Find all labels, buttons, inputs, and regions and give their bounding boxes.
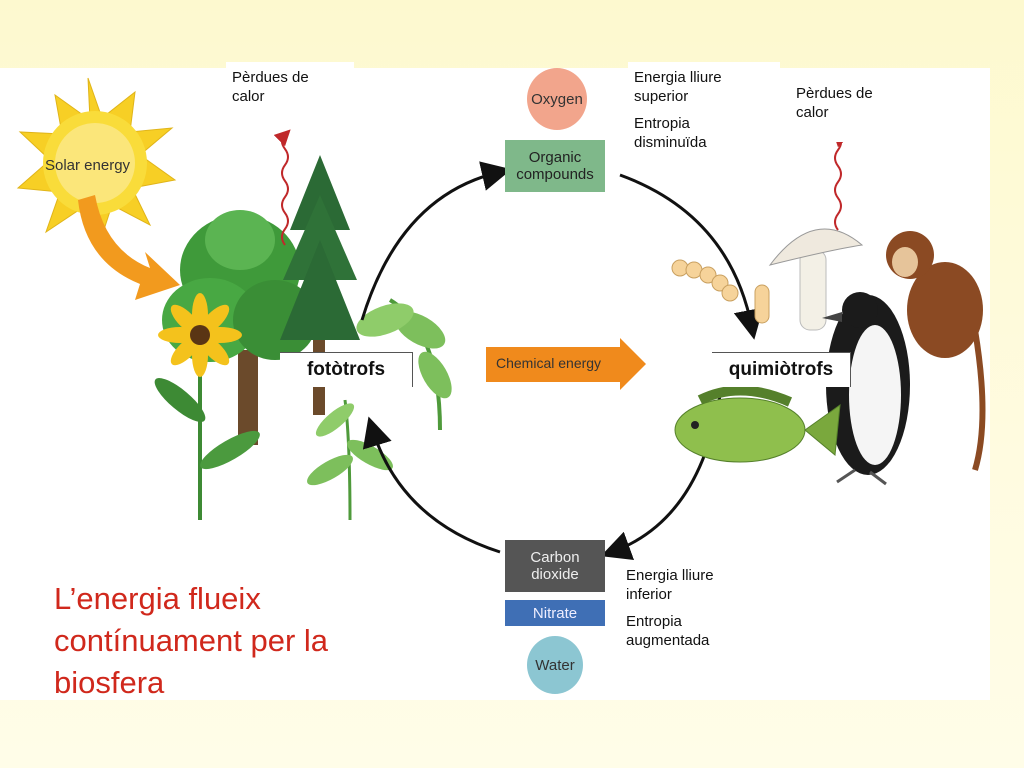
low-energy-text: Energia lliure inferior (626, 567, 714, 603)
organic-compounds-node: Organic compounds (505, 140, 605, 192)
heat-loss-right-text: Pèrdues de calor (796, 85, 873, 121)
low-entropy-text: Entropia disminuïda (634, 115, 707, 151)
high-energy-text: Energia lliure superior (634, 69, 722, 105)
solar-energy-label: Solar energy (45, 157, 131, 174)
phototrophs-label: fotòtrofs (280, 352, 413, 387)
low-energy-note: Energia lliure inferior Entropia augment… (620, 562, 774, 670)
heat-loss-note-right: Pèrdues de calor (790, 78, 912, 142)
monkey-icon (886, 231, 986, 471)
headline-line-3: biosfera (54, 665, 165, 700)
cycle-arrow-top-left (360, 161, 512, 321)
chemical-energy-arrow (486, 338, 646, 390)
headline-line-2: contínuament per la (54, 623, 329, 658)
organic-compounds-label: Organic compounds (516, 149, 594, 183)
bacteria-icon (671, 259, 770, 324)
fish-icon (674, 385, 841, 463)
cycle-arrow-bottom-left (362, 416, 501, 554)
sun-icon (16, 77, 177, 250)
chemotrophs-text: quimiòtrofs (728, 359, 834, 380)
phototrophs-text: fotòtrofs (306, 359, 386, 380)
headline-line-1: L’energia flueix (54, 581, 261, 616)
chemical-energy-label: Chemical energy (496, 355, 601, 371)
carbon-dioxide-node: Carbon dioxide (505, 540, 605, 592)
heat-loss-note-left: Pèrdues de calor (226, 62, 354, 124)
seedling-icon (307, 399, 393, 521)
carbon-dioxide-label: Carbon dioxide (530, 549, 580, 583)
slide-headline: L’energia flueix contínuament per la bio… (54, 578, 434, 704)
chemotrophs-label: quimiòtrofs (712, 352, 851, 387)
sunflower-icon (154, 293, 260, 520)
nitrate-node: Nitrate (505, 600, 605, 626)
mushroom-icon (768, 228, 864, 331)
heat-loss-left-text: Pèrdues de calor (232, 69, 309, 105)
conifer-icon (280, 155, 360, 415)
heat-loss-arrow-left (273, 129, 291, 246)
fern-icon (356, 298, 452, 431)
cycle-arrow-top-right (619, 173, 764, 340)
solar-arrow (78, 195, 180, 300)
nitrate-label: Nitrate (532, 604, 578, 622)
oxygen-label: Oxygen (531, 90, 583, 108)
penguin-icon (822, 292, 910, 486)
water-node: Water (527, 636, 583, 694)
heat-loss-arrow-right (832, 130, 850, 231)
water-label: Water (535, 656, 575, 674)
oxygen-node: Oxygen (527, 68, 587, 130)
high-energy-note: Energia lliure superior Entropia disminu… (628, 62, 780, 174)
high-entropy-text: Entropia augmentada (626, 613, 710, 649)
